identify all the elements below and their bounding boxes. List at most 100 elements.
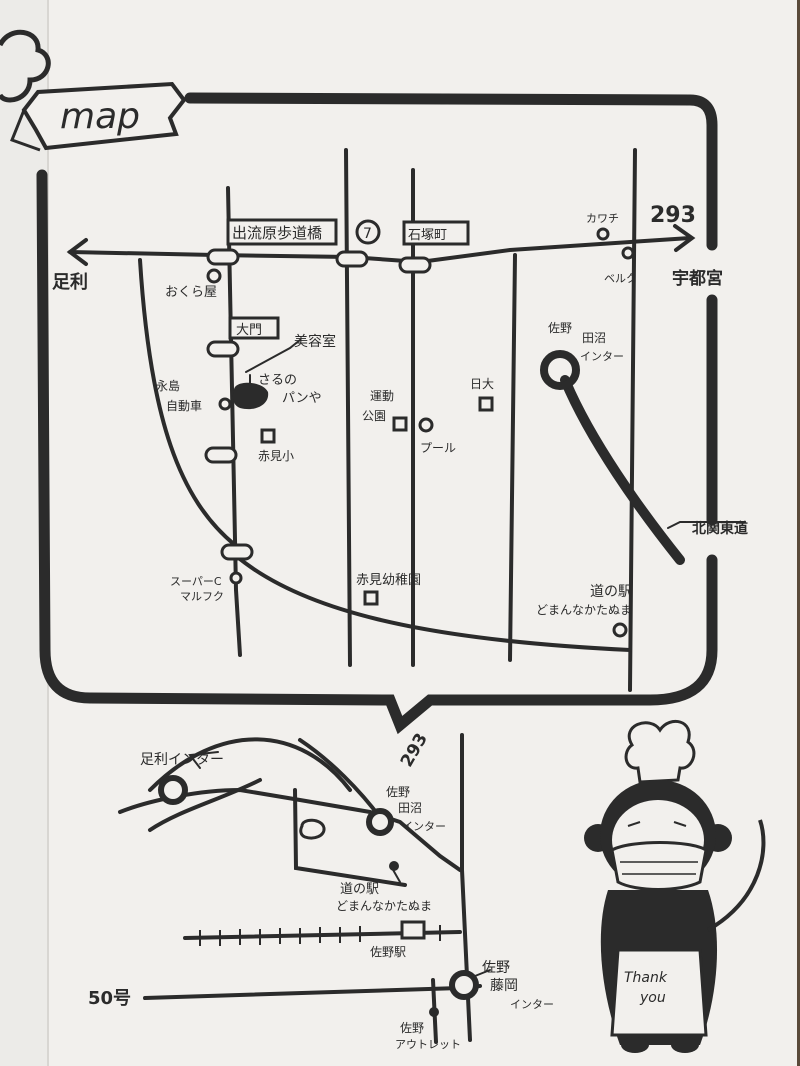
label-tanuma1: 佐野 [548, 321, 572, 335]
supermarket-mark [229, 571, 243, 585]
signboards [226, 218, 470, 340]
label-ishizuka: 石塚町 [408, 228, 447, 243]
okuraya-mark [206, 268, 222, 284]
label-route50: 50号 [88, 988, 131, 1009]
label-tanuma-ic3: インター [402, 820, 446, 833]
label-biyoushitsu: 美容室 [294, 333, 336, 350]
label-route7: 7 [363, 226, 372, 242]
road-v5 [628, 148, 637, 692]
triangle-road [293, 788, 407, 887]
label-saru2: パンや [282, 391, 322, 406]
outlet-dot [429, 1007, 439, 1017]
road-v2 [344, 148, 352, 667]
railway-ties [199, 925, 441, 946]
face-mask [610, 841, 708, 891]
label-kawachi: カワチ [586, 212, 619, 225]
kawachi-mark [596, 227, 610, 241]
kitakan-lower [118, 787, 462, 872]
label-nadegawara: 出流原歩道橋 [232, 224, 322, 242]
label-pool: プール [420, 441, 456, 455]
nichidai-mark [478, 396, 494, 412]
label-outlet1: 佐野 [400, 1021, 424, 1035]
label-michinoeki1: 道の駅 [590, 584, 632, 600]
map-banner: map [10, 81, 187, 152]
arrow-right [673, 224, 696, 252]
label-naganeso2: 自動車 [166, 399, 202, 413]
board-daimon [228, 316, 280, 340]
kindergarten-mark [363, 590, 379, 606]
road-lower [233, 553, 632, 652]
label-tanuma2: 田沼 [582, 331, 606, 345]
label-saru1: さるの [258, 373, 297, 388]
label-undou2: 公園 [362, 409, 386, 423]
apron [610, 948, 708, 1037]
label-ashikaga-ic: 足利インター [140, 752, 224, 768]
board-route7 [355, 219, 381, 245]
monkey-mascot: Thank you [584, 720, 766, 1053]
michinoeki-mark [612, 622, 628, 638]
label-tanuma-ic2: 田沼 [398, 801, 422, 815]
label-super1: スーパーC [170, 575, 222, 588]
map-frame [36, 92, 718, 735]
akami-school-mark [260, 428, 276, 444]
roads [66, 148, 746, 692]
naganeso-mark [218, 397, 232, 411]
lower-labels: 293 足利インター 佐野 田沼 インター 道の駅 どまんなかたぬま 佐野駅 5… [88, 730, 554, 1051]
ashikaga-ic-circle [158, 775, 188, 805]
label-tanuma3: インター [580, 350, 624, 363]
signal-4 [206, 340, 240, 358]
sign-line2: you [639, 990, 666, 1006]
signals [204, 248, 432, 561]
sano-station-box [400, 920, 426, 940]
tanuma-ic-circle [540, 350, 580, 390]
main-road [68, 236, 692, 265]
label-fujioka1: 佐野 [482, 960, 510, 976]
beruku-mark [621, 246, 635, 260]
label-akami: 赤見小 [258, 449, 294, 463]
label-michi-b1: 道の駅 [340, 882, 379, 897]
map-labels: 足利 宇都宮 293 出流原歩道橋 7 石塚町 大門 カワチ ベルク おくら屋 … [52, 203, 748, 617]
label-daimon: 大門 [236, 323, 262, 338]
chef-hat [624, 720, 696, 784]
label-kitakan: 北関東道 [692, 520, 748, 537]
cloud-scribble [0, 29, 51, 103]
road-v4 [508, 253, 517, 662]
pool-mark [418, 417, 434, 433]
bakery-lower-icon [299, 818, 326, 840]
signal-3 [398, 256, 432, 274]
label-sano-station: 佐野駅 [370, 945, 406, 959]
label-kindergarten: 赤見幼稚園 [356, 573, 421, 588]
label-undou1: 運動 [370, 389, 394, 403]
arrow-left [66, 238, 88, 266]
label-left: 足利 [52, 271, 88, 293]
road-curve [138, 258, 237, 547]
label-right: 宇都宮 [672, 268, 723, 289]
signal-2 [335, 250, 369, 268]
bakery-icon [232, 382, 269, 410]
label-route-top: 293 [650, 203, 696, 228]
landmarks [206, 227, 635, 638]
tanuma-ic-lower-circle [366, 808, 394, 836]
signal-6 [220, 543, 254, 561]
label-super2: マルフク [180, 590, 224, 603]
board-nadegawara [226, 218, 338, 246]
label-okuraya: おくら屋 [165, 285, 217, 300]
board-ishizuka [402, 220, 470, 246]
michi-lower-dot [389, 861, 399, 871]
undou-park-mark [392, 416, 408, 432]
fujioka-ic-circle [449, 970, 479, 1000]
label-tanuma-ic1: 佐野 [386, 785, 410, 799]
label-outlet2: アウトレット [395, 1038, 461, 1051]
sign-line1: Thank [624, 970, 668, 986]
label-nichidai: 日大 [470, 377, 494, 391]
label-fujioka2: 藤岡 [490, 978, 518, 994]
kitakan-line [560, 375, 685, 565]
label-naganeso1: 永島 [156, 378, 180, 393]
map-banner-text: map [60, 96, 140, 137]
label-michinoeki2: どまんなかたぬま [536, 603, 632, 617]
label-beruku: ベルク [604, 272, 637, 285]
signal-1 [206, 248, 240, 266]
label-michi-b2: どまんなかたぬま [336, 899, 432, 913]
road-293-lower [148, 737, 352, 792]
